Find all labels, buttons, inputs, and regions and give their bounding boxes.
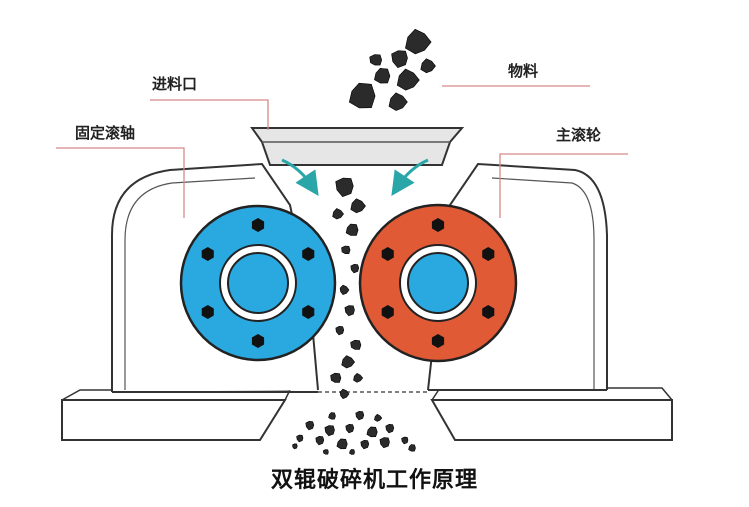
material-chunk [360,439,370,450]
leader-fixed-roller [56,147,185,218]
hexagon-bolt-icon [251,218,265,232]
frame-inner [124,177,595,390]
material-chunk [345,423,355,434]
curved-arrow-icon [391,158,429,196]
material-chunk [328,412,336,420]
material-chunk [341,355,355,369]
material-chunk [420,58,436,74]
hexagon-bolt-icon [381,305,394,319]
material-chunks [292,28,436,455]
leader-feed-inlet [150,99,269,130]
curved-arrow-icon [281,158,319,196]
hexagon-bolt-icon [201,247,214,261]
material-chunk [350,263,360,274]
hexagon-bolt-icon [431,334,445,348]
material-chunk [345,223,359,236]
material-chunk [296,434,304,443]
fixed-roller [179,204,337,362]
material-chunk [341,245,351,254]
material-chunk [292,443,298,450]
material-chunk [348,82,376,109]
material-chunk [315,435,325,446]
material-chunk [391,50,408,69]
hexagon-bolt-icon [482,305,495,319]
material-chunk [330,372,342,383]
hexagon-bolt-icon [431,218,445,232]
material-chunk [385,423,395,434]
material-chunk [332,208,344,220]
material-chunk [349,449,355,455]
label-feed-inlet: 进料口 [152,75,198,93]
hexagon-bolt-icon [201,305,214,319]
material-chunk [405,28,432,55]
material-chunk [355,410,365,421]
material-chunk [336,438,348,450]
material-chunk [344,305,355,317]
material-chunk [339,284,350,295]
material-chunk [305,420,315,431]
material-chunk [396,68,420,91]
hexagon-bolt-icon [302,305,315,319]
hexagon-bolt-icon [251,334,265,348]
material-chunk [350,339,362,350]
label-fixed-roller: 固定滚轴 [75,124,136,142]
material-chunk [339,388,350,399]
hexagon-bolt-icon [482,247,495,261]
material-chunk [401,436,409,445]
hexagon-bolt-icon [381,247,394,261]
left-base [61,399,287,441]
material-chunk [379,437,390,449]
material-chunk [335,325,345,336]
main-roller [358,203,518,363]
material-chunk [374,413,383,422]
label-main-roller: 主滚轮 [556,126,602,144]
material-chunk [388,92,408,111]
material-chunk [324,425,335,437]
diagram-caption: 双辊破碎机工作原理 [270,467,478,493]
hexagon-bolt-icon [302,247,315,261]
material-chunk [335,177,354,198]
material-chunk [369,54,383,66]
right-base [430,399,673,441]
main-roller-bolts [381,218,495,348]
label-material: 物料 [508,62,539,80]
material-chunk [374,67,391,84]
material-chunk [408,444,416,452]
material-chunk [353,373,364,383]
material-chunk [350,198,366,214]
leader-main-roller [499,153,628,218]
material-chunk [322,449,329,455]
fixed-roller-bolts [201,218,315,348]
material-chunk [366,426,378,438]
